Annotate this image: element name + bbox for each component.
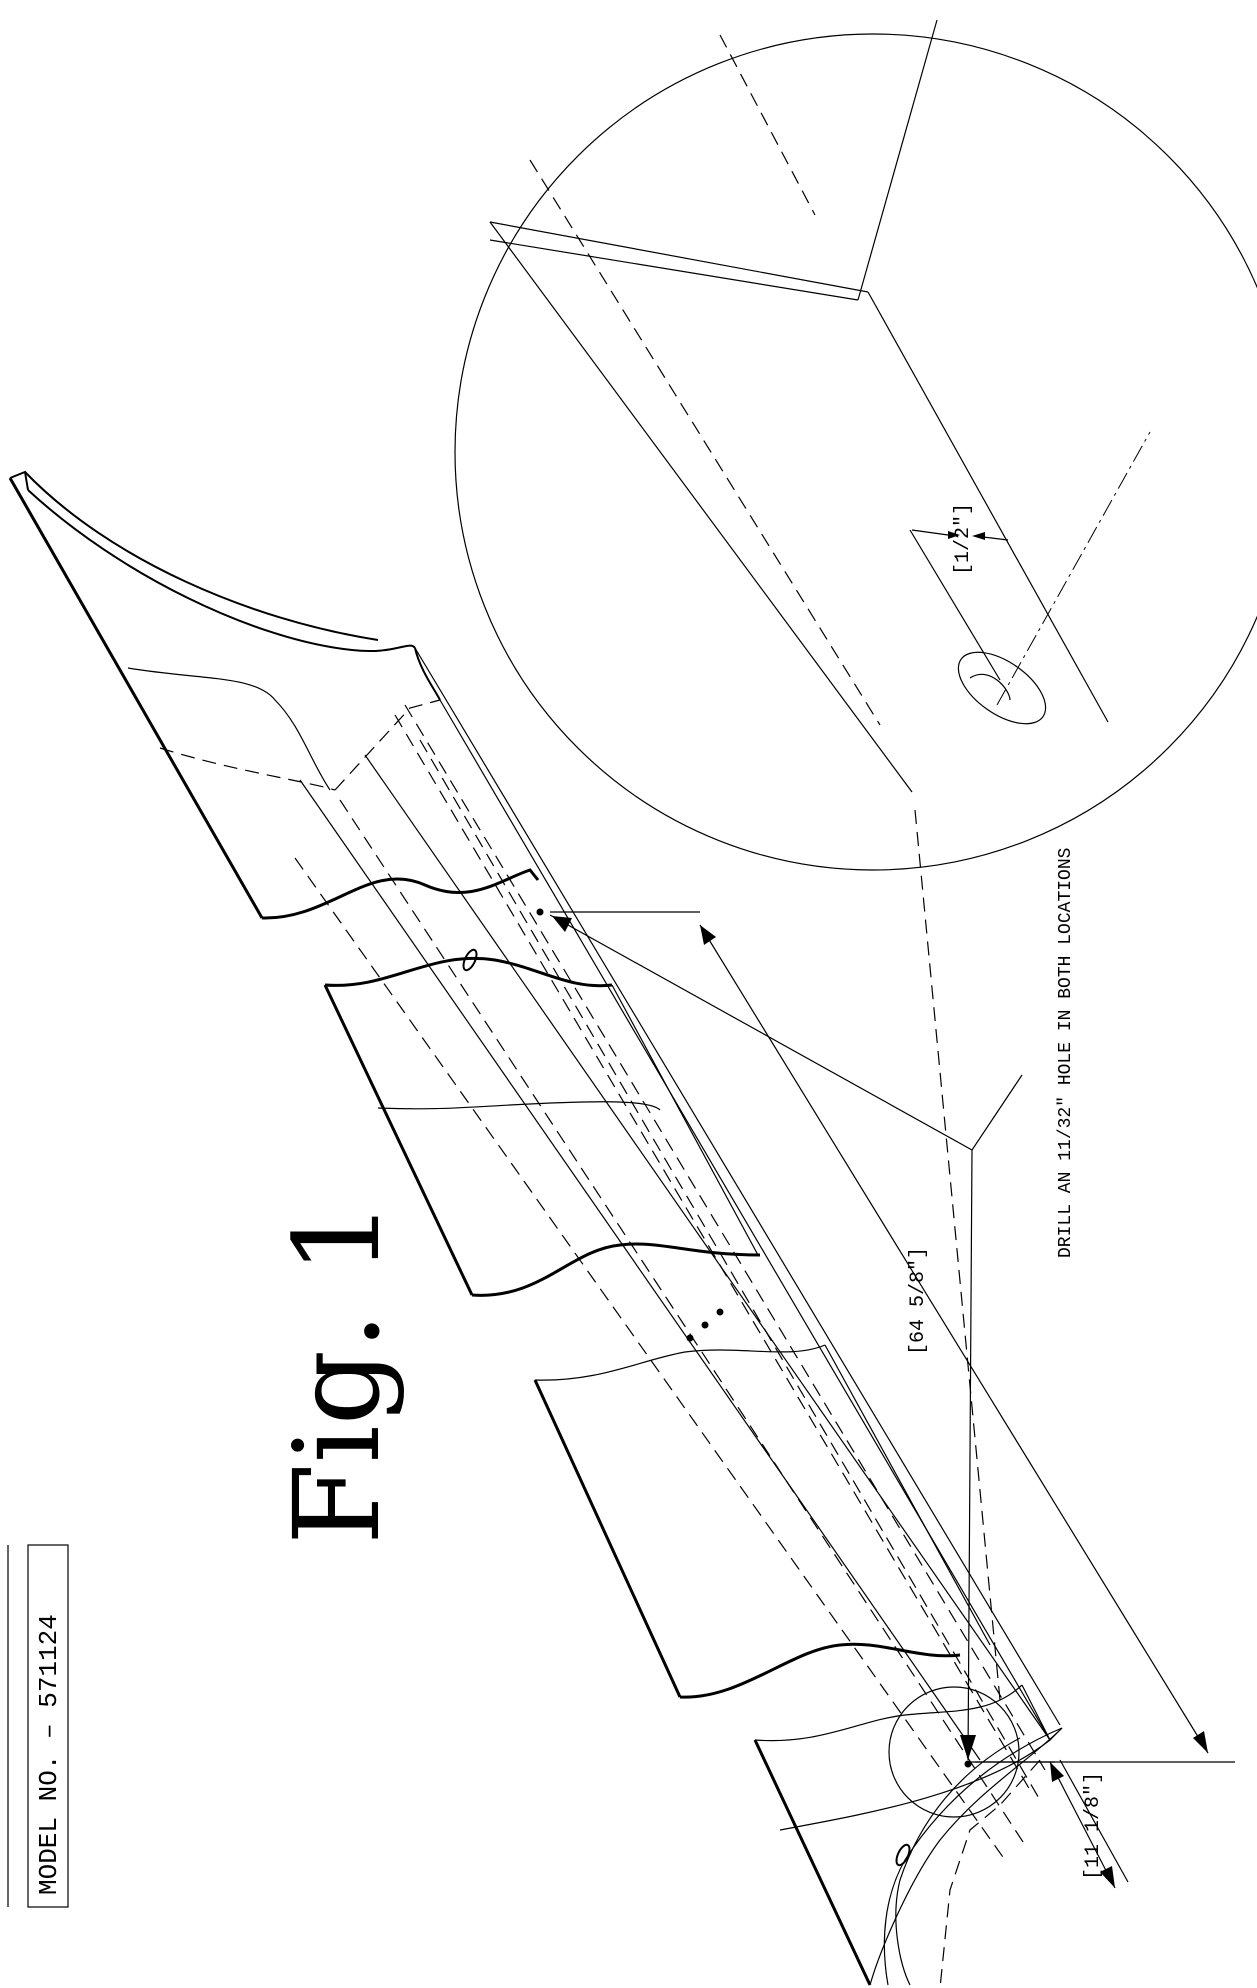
end-dimension-label: [11 1/8"]	[1082, 1772, 1105, 1880]
detail-view	[454, 19, 1257, 1818]
figure-label: Fig. 1	[268, 1200, 406, 1545]
drill-hole	[536, 908, 544, 916]
model-number-text: MODEL NO. – 571124	[34, 1614, 64, 1895]
model-number-block: MODEL NO. – 571124	[7, 1544, 69, 1908]
detail-callout-circle	[888, 1686, 1020, 1818]
rivet-hole	[686, 1334, 694, 1342]
rivet-hole	[716, 1308, 724, 1316]
dimension-lines	[549, 911, 1235, 1889]
detail-dimension-label: [1/2"]	[952, 503, 975, 575]
slot-hole	[895, 1843, 911, 1867]
rivet-hole	[701, 1321, 709, 1329]
overall-dimension-label: [64 5/8"]	[907, 1247, 930, 1355]
model-number-box	[27, 1544, 69, 1908]
slot-hole	[462, 948, 478, 972]
blade-outline	[8, 470, 1063, 1988]
drill-note: DRILL AN 11/32" HOLE IN BOTH LOCATIONS	[1056, 848, 1076, 1258]
